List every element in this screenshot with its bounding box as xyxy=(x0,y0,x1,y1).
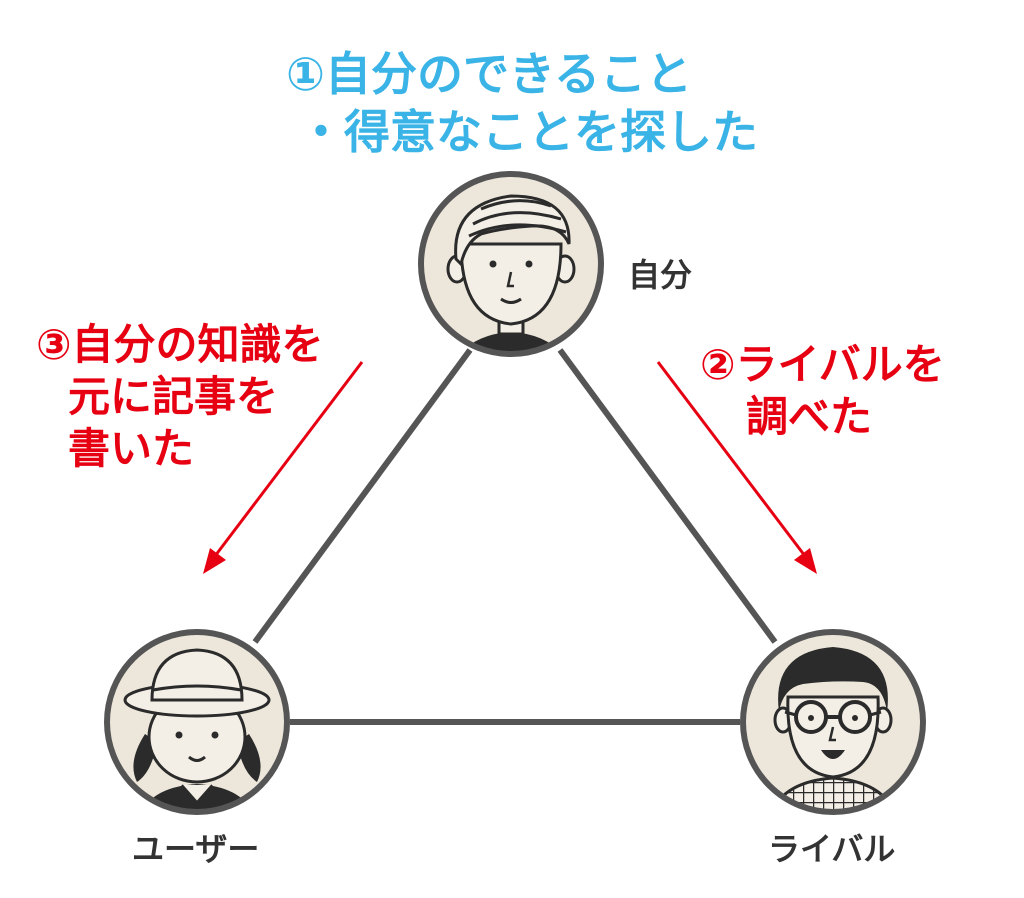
node-user xyxy=(104,629,290,815)
man-face-icon xyxy=(446,194,576,354)
arrow-step2 xyxy=(656,361,810,561)
girl-with-hat-icon xyxy=(123,648,271,812)
node-self xyxy=(418,171,604,357)
step2-line2: 調べた xyxy=(746,392,873,441)
arrow-step3-head xyxy=(203,548,226,574)
step1-line1: ①自分のできること xyxy=(286,47,693,101)
node-user-label: ユーザー xyxy=(132,830,260,868)
step2-line1: ②ライバルを xyxy=(700,340,945,389)
step1-line2: ・得意なことを探した xyxy=(298,105,758,159)
arrow-step2-head xyxy=(794,548,817,574)
step3-line2: 元に記事を xyxy=(68,372,279,421)
node-rival-label: ライバル xyxy=(768,830,896,868)
node-rival xyxy=(740,629,926,815)
step3-line3: 書いた xyxy=(68,424,195,473)
edge-self-rival xyxy=(557,348,778,644)
node-self-label: 自分 xyxy=(628,256,693,294)
edge-self-user xyxy=(252,348,473,644)
arrow-step3 xyxy=(210,361,364,561)
step3-line1: ③自分の知識を xyxy=(36,320,324,369)
